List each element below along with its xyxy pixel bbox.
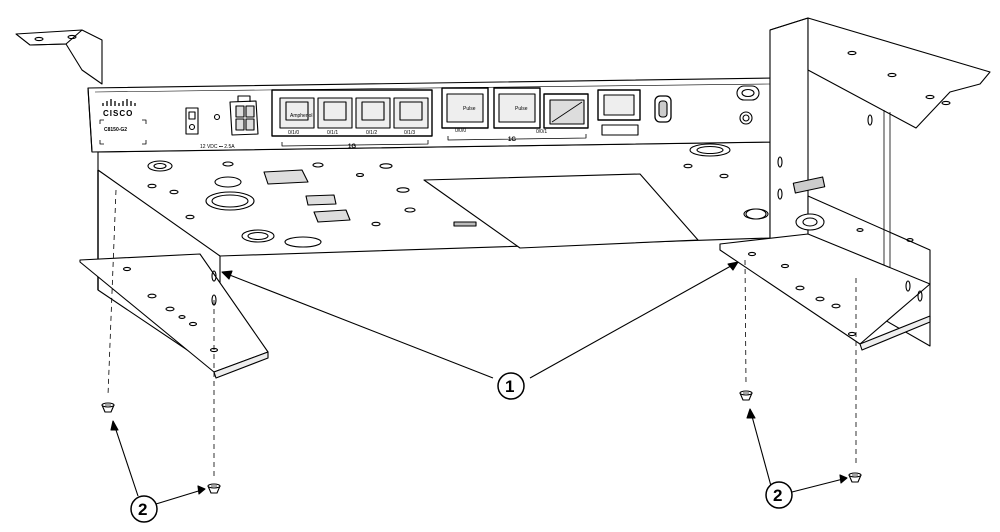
port-label-0-1-3: 0/1/3 [404,130,415,136]
port-label-0-1-0: 0/1/0 [288,130,299,136]
screw-right-2 [848,472,862,483]
model-label: C8150-G2 [104,127,127,133]
port-label-0-0-1: 0/0/1 [536,129,547,135]
callout-2-number-right: 2 [773,486,782,505]
right-bracket [719,17,991,351]
screw-left-2 [207,483,221,494]
screw-guide-lines [107,189,857,478]
callout-1-circle [497,372,525,400]
port-label-0-1-2: 0/1/2 [366,130,377,136]
screw-left-1 [101,402,115,413]
brand-logo-text: CISCO [103,109,133,118]
jack-tag-pulse-2: Pulse [515,106,528,112]
front-panel [99,85,760,147]
callout-2-number-left: 2 [138,500,147,519]
power-label: 12 VDC ⎓ 2.5A [200,144,235,150]
callout-1-number: 1 [505,377,514,396]
rj45-port-0-1-1 [317,97,353,129]
speed-label-right: 1G [508,137,516,143]
cisco-logo [102,99,136,106]
port-label-0-0-0: 0/0/0 [455,128,466,134]
speed-label-left: 1G [348,144,356,150]
jack-tag-amphenol: Amphenol [290,113,313,119]
callout-2-circle-left [130,495,158,523]
rj45-port-0-1-2 [355,97,391,129]
callout-2-circle-right [765,481,793,509]
callout-1-leaders [221,261,739,379]
jack-tag-pulse-1: Pulse [463,106,476,112]
rj45-port-0-1-0 [279,97,315,129]
screw-right-1 [739,390,753,401]
callout-2-leaders [110,408,848,505]
port-label-0-1-1: 0/1/1 [327,130,338,136]
rj45-port-0-1-3 [393,97,429,129]
